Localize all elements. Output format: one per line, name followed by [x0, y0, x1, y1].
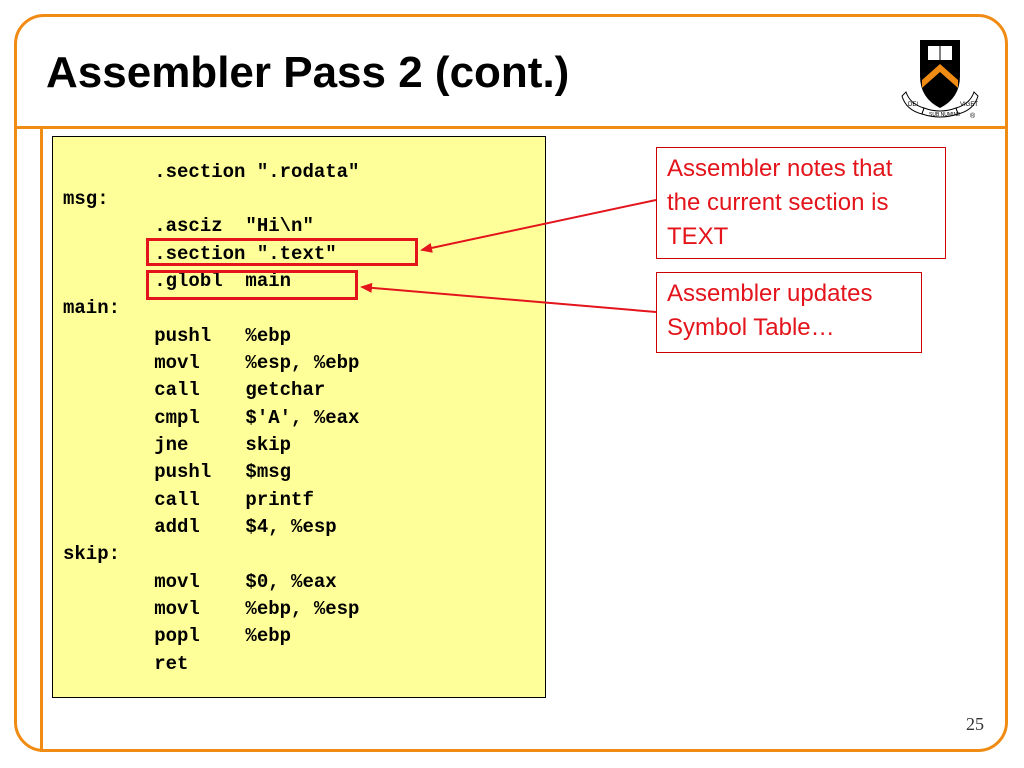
code-line: movl %esp, %ebp [63, 352, 360, 374]
code-line: movl %ebp, %esp [63, 598, 360, 620]
code-line: pushl $msg [63, 461, 292, 483]
note-line: the current section is [667, 189, 889, 216]
code-listing-box: .section ".rodata" msg: .asciz "Hi\n" .s… [52, 136, 546, 698]
slide-frame [14, 14, 1008, 752]
code-line: skip: [63, 543, 121, 565]
page-number: 25 [966, 714, 984, 734]
logo-motto-left: DEI [908, 102, 918, 108]
code-line: main: [63, 297, 121, 319]
chevron-icon [922, 64, 958, 88]
code-line: pushl %ebp [63, 325, 292, 347]
code-line: .section ".text" [63, 243, 337, 265]
highlight-globl-main [146, 270, 358, 300]
registered-mark: ® [970, 112, 976, 120]
annotation-note-symbol-table: Assembler updates Symbol Table… [656, 272, 922, 353]
code-line: popl %ebp [63, 625, 292, 647]
note-line: TEXT [667, 223, 729, 250]
code-line: movl $0, %eax [63, 571, 337, 593]
title-divider [14, 126, 1008, 129]
code-line: msg: [63, 188, 109, 210]
code-line: .section ".rodata" [63, 161, 360, 183]
note-line: Symbol Table… [667, 314, 835, 341]
code-line: call getchar [63, 379, 326, 401]
code-line: addl $4, %esp [63, 516, 337, 538]
logo-motto-center: SUB NUMINE [929, 112, 961, 118]
code-line: ret [63, 653, 189, 675]
princeton-shield-logo: DEI SUB NUMINE VIGET ® [901, 40, 979, 120]
code-line: cmpl $'A', %eax [63, 407, 360, 429]
note-line: Assembler updates [667, 280, 873, 307]
note-line: Assembler notes that [667, 155, 893, 182]
highlight-section-text [146, 238, 418, 266]
logo-motto-right: VIGET [960, 102, 978, 108]
left-rule [40, 126, 43, 752]
arrow-to-section [420, 199, 657, 253]
code-line: .asciz "Hi\n" [63, 215, 314, 237]
code-line: call printf [63, 489, 314, 511]
slide-title: Assembler Pass 2 (cont.) [46, 48, 570, 97]
annotation-note-section: Assembler notes that the current section… [656, 147, 946, 259]
arrow-to-globl [360, 282, 657, 313]
code-line: .globl main [63, 270, 292, 292]
code-line: jne skip [63, 434, 292, 456]
